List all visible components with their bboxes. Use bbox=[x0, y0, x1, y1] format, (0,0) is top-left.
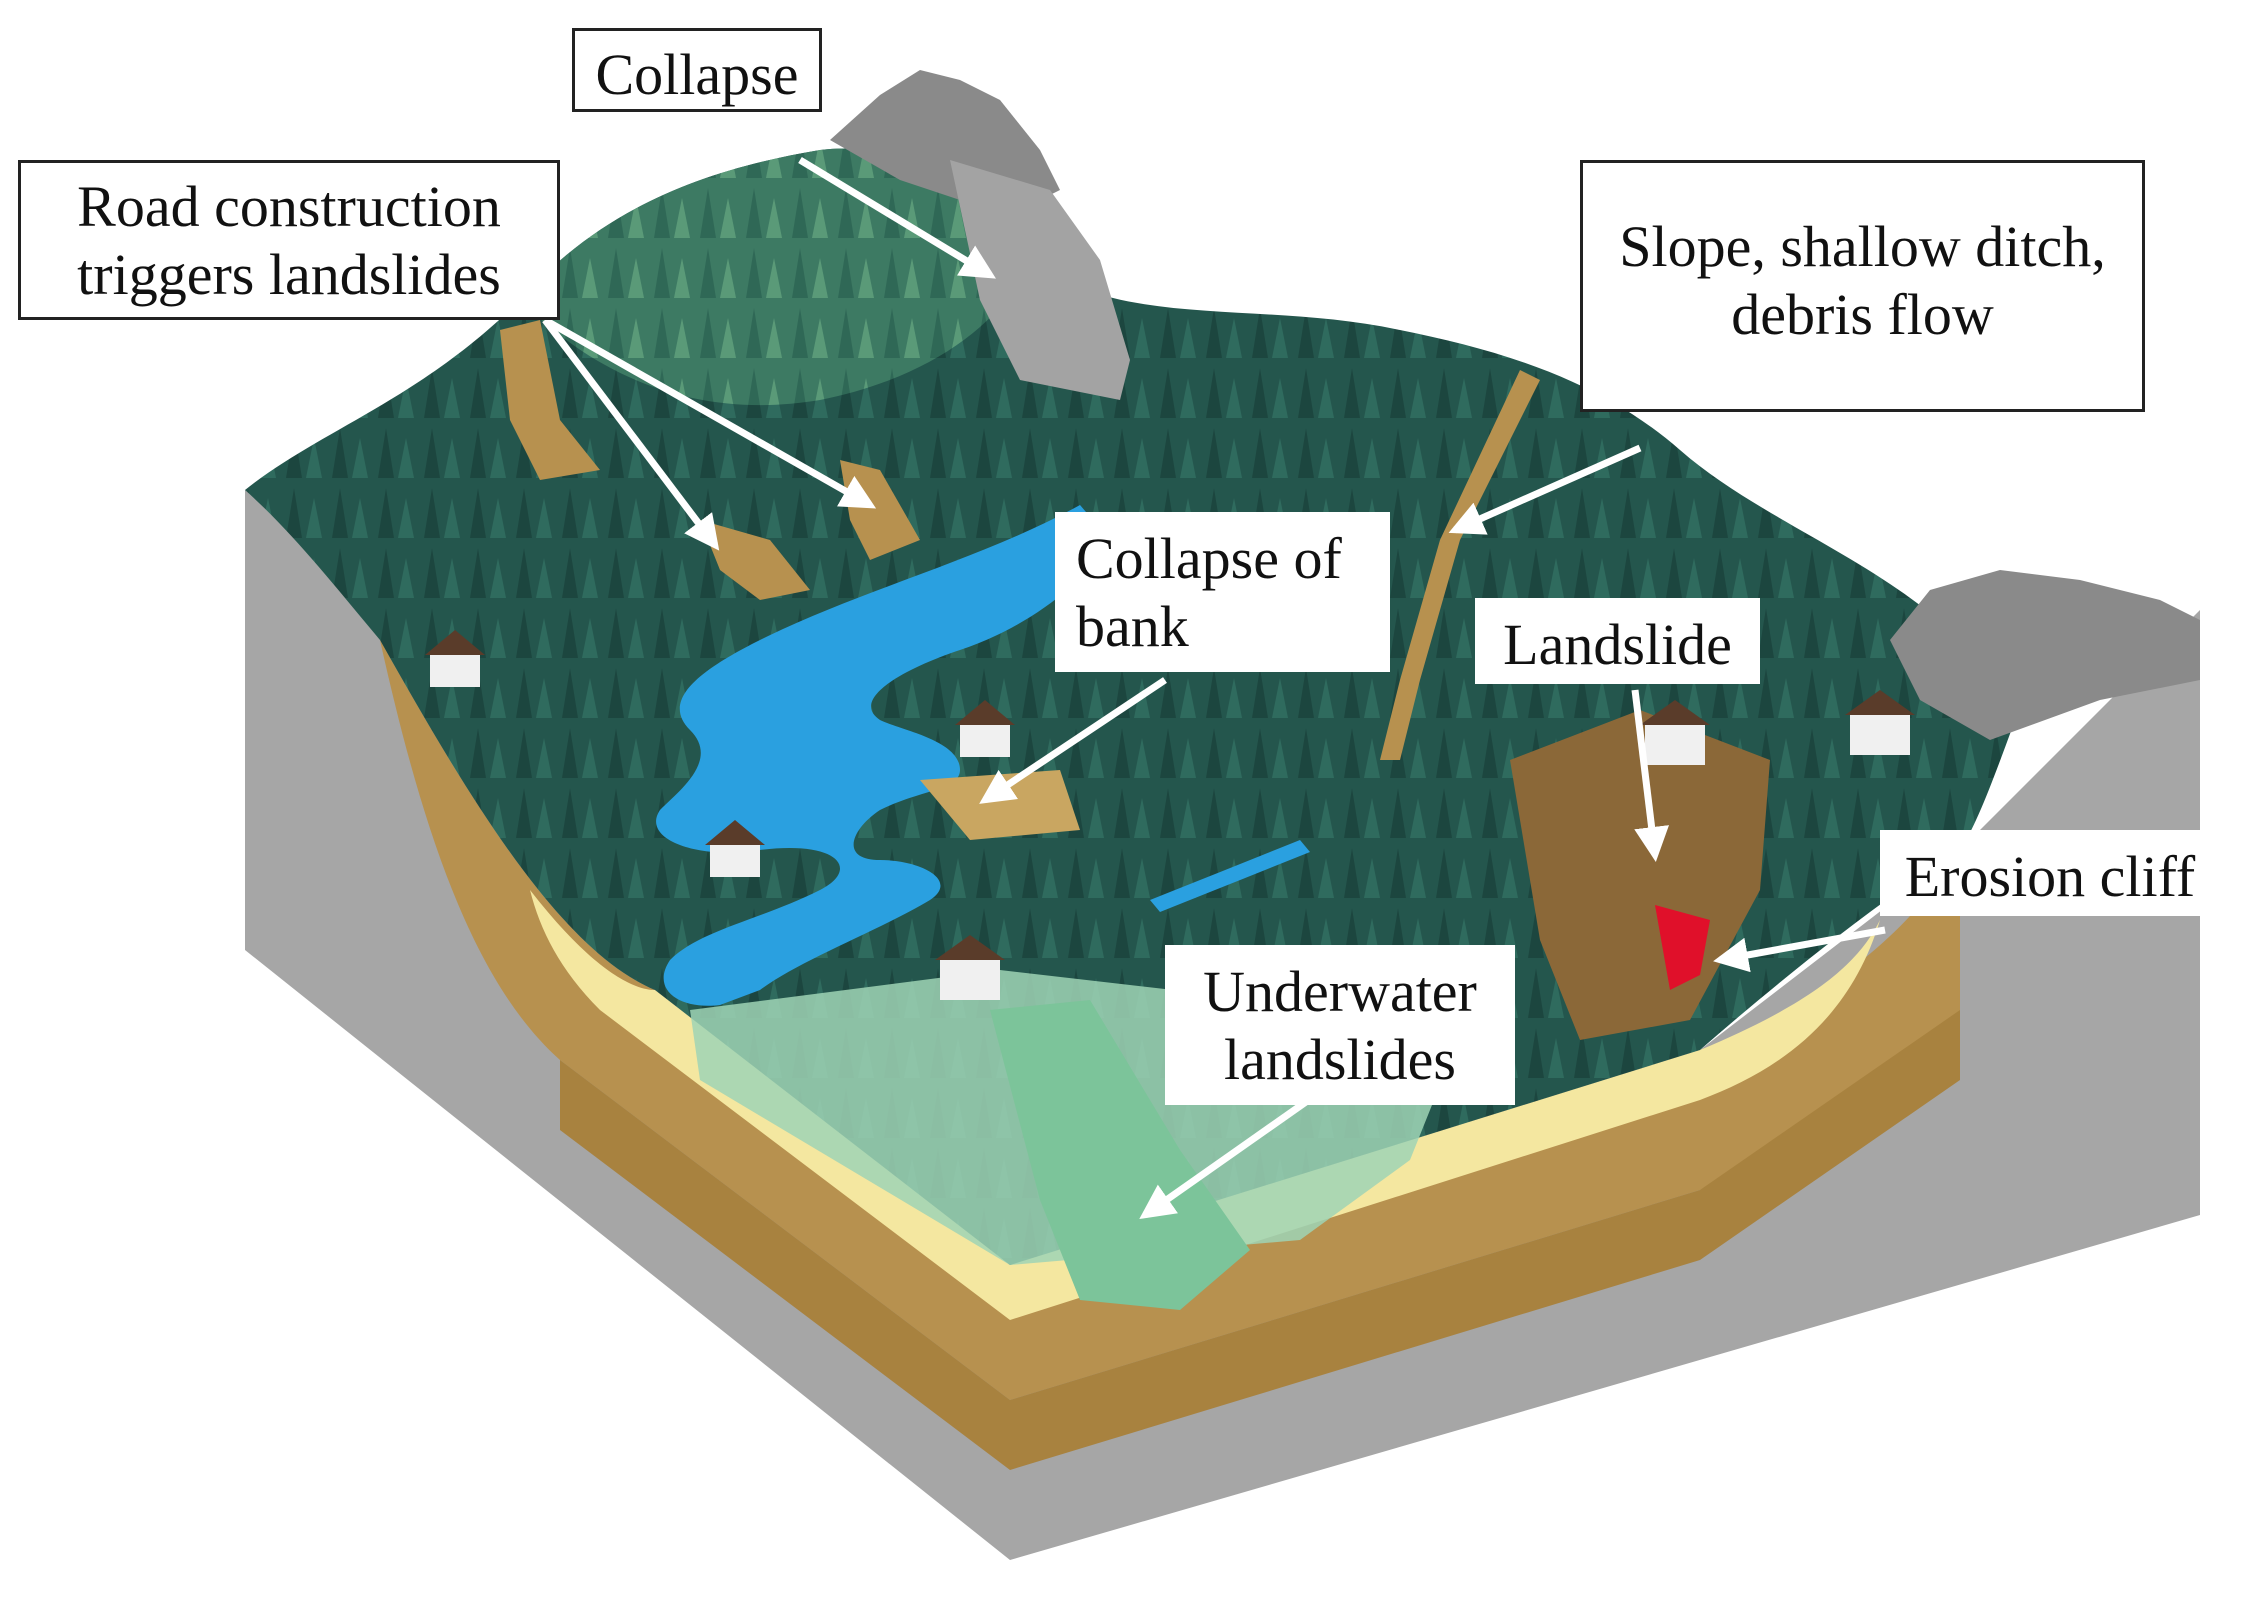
house-middle bbox=[955, 700, 1015, 757]
right-cliff-rock bbox=[1890, 570, 2200, 740]
landslide-scar-road-lower bbox=[700, 520, 810, 600]
soil-layer-outer bbox=[380, 640, 1960, 1400]
rock-outcrops bbox=[830, 70, 2200, 740]
arrow-erosion-cliff bbox=[1713, 926, 1886, 973]
label-erosion-cliff-text: Erosion cliff bbox=[1904, 844, 2196, 909]
house-right bbox=[1845, 690, 1915, 755]
debris-flow-channel bbox=[1380, 370, 1540, 760]
label-underwater-line-2: landslides bbox=[1224, 1027, 1456, 1093]
soil-bottom-band bbox=[560, 1010, 1960, 1470]
forest-hill-light bbox=[520, 148, 1030, 406]
label-slope-line-1: Slope, shallow ditch, bbox=[1619, 214, 2106, 279]
river bbox=[656, 505, 1110, 1006]
arrow-underwater bbox=[1139, 1082, 1333, 1220]
label-road-line-1: Road construction bbox=[77, 174, 501, 239]
label-bank-line-1: Collapse of bbox=[1076, 526, 1342, 591]
arrow-slope-ditch bbox=[1448, 444, 1642, 535]
label-collapse-of-bank: Collapse of bank bbox=[1055, 512, 1390, 672]
landslide-scar-road bbox=[500, 320, 600, 480]
main-landslide-scar bbox=[1510, 710, 1770, 1040]
label-landslide-text: Landslide bbox=[1503, 612, 1732, 677]
erosion-cliff-marker bbox=[1655, 905, 1710, 990]
arrow-road-2 bbox=[543, 316, 877, 509]
bank-collapse-scar bbox=[920, 770, 1080, 840]
label-collapse-text: Collapse bbox=[595, 42, 799, 107]
arrow-road-1 bbox=[542, 317, 720, 551]
label-erosion-cliff: Erosion cliff bbox=[1880, 830, 2220, 916]
label-collapse: Collapse bbox=[572, 28, 822, 112]
label-bank-line-2: bank bbox=[1076, 594, 1189, 660]
house-lakeside bbox=[935, 935, 1005, 1000]
river-tributary bbox=[1150, 840, 1310, 912]
label-slope-ditch: Slope, shallow ditch, debris flow bbox=[1580, 160, 2145, 412]
house-lower-left bbox=[705, 820, 765, 877]
houses bbox=[425, 630, 1915, 1000]
label-road-construction: Road construction triggers landslides bbox=[18, 160, 560, 320]
label-landslide: Landslide bbox=[1475, 598, 1760, 684]
label-road-line-2: triggers landslides bbox=[77, 242, 501, 308]
pointer-arrows bbox=[542, 157, 1886, 1220]
landslide-scars bbox=[500, 320, 1770, 1040]
mountain-peak bbox=[830, 70, 1060, 210]
arrow-bank bbox=[979, 677, 1167, 804]
house-left bbox=[425, 630, 485, 687]
underwater-landslide-fan bbox=[990, 1000, 1250, 1310]
label-slope-line-2: debris flow bbox=[1731, 282, 1994, 348]
label-underwater-landslides: Underwater landslides bbox=[1165, 945, 1515, 1105]
house-landslide bbox=[1640, 700, 1710, 765]
arrow-collapse bbox=[798, 157, 996, 279]
arrow-landslide bbox=[1631, 689, 1670, 862]
collapse-debris bbox=[950, 160, 1130, 400]
label-underwater-line-1: Underwater bbox=[1203, 959, 1477, 1024]
